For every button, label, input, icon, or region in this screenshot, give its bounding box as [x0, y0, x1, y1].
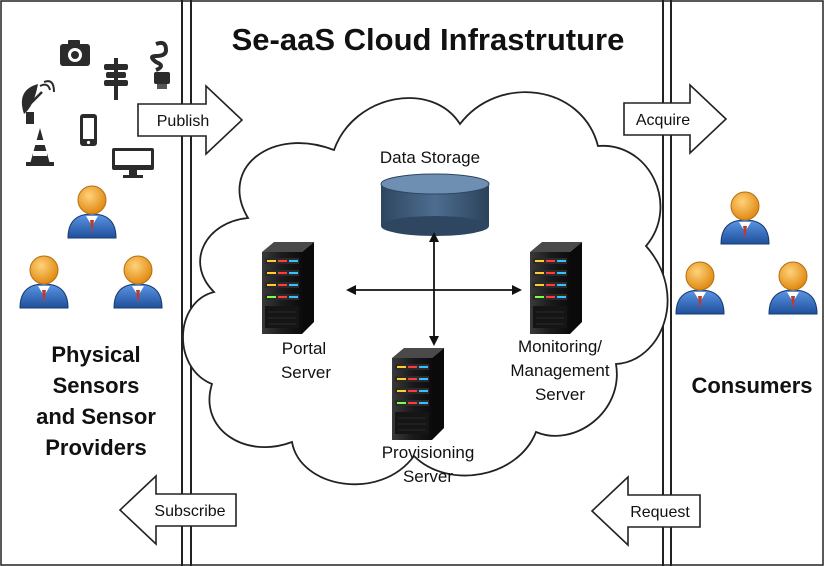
publish-arrow: Publish [137, 84, 244, 156]
cfl-bulb-icon [150, 40, 170, 89]
satellite-dish-icon [21, 80, 55, 124]
svg-text:Sensors: Sensors [53, 373, 140, 398]
svg-text:Request: Request [630, 504, 690, 521]
consumer-person-icon [720, 191, 770, 245]
camera-icon [60, 40, 90, 66]
monitor-icon [112, 148, 154, 178]
consumers-caption: Consumers [691, 373, 812, 398]
svg-text:Management: Management [510, 361, 610, 380]
svg-text:Physical: Physical [51, 342, 140, 367]
provider-person-icon [113, 255, 163, 309]
portal-server-label: Portal Server [281, 339, 331, 382]
svg-text:Server: Server [281, 363, 331, 382]
provisioning-server-label: Provisioning Server [382, 443, 475, 486]
svg-text:and Sensor: and Sensor [36, 404, 156, 429]
svg-text:Server: Server [535, 385, 585, 404]
portal-server-icon [261, 241, 315, 335]
svg-text:Provisioning: Provisioning [382, 443, 475, 462]
provider-person-icon [19, 255, 69, 309]
svg-text:Monitoring/: Monitoring/ [518, 337, 602, 356]
traffic-light-icon [104, 58, 128, 100]
data-storage-icon [380, 173, 490, 236]
data-storage-label: Data Storage [380, 148, 480, 167]
svg-text:Acquire: Acquire [636, 112, 690, 129]
request-arrow: Request [590, 475, 701, 547]
providers-caption: Physical Sensors and Sensor Providers [36, 342, 156, 460]
traffic-cone-icon [26, 128, 54, 166]
monitoring-server-icon [529, 241, 583, 335]
provisioning-server-icon [391, 347, 445, 441]
provider-person-icon [67, 185, 117, 239]
subscribe-arrow: Subscribe [118, 474, 237, 546]
svg-text:Publish: Publish [157, 113, 209, 130]
monitoring-server-label: Monitoring/ Management Server [510, 337, 610, 404]
diagram-title: Se-aaS Cloud Infrastruture [232, 22, 625, 57]
acquire-arrow: Acquire [623, 83, 728, 155]
svg-text:Subscribe: Subscribe [154, 503, 225, 520]
consumer-person-icon [675, 261, 725, 315]
svg-text:Portal: Portal [282, 339, 326, 358]
svg-text:Server: Server [403, 467, 453, 486]
consumer-person-icon [768, 261, 818, 315]
smartphone-icon [80, 114, 97, 146]
svg-text:Providers: Providers [45, 435, 147, 460]
